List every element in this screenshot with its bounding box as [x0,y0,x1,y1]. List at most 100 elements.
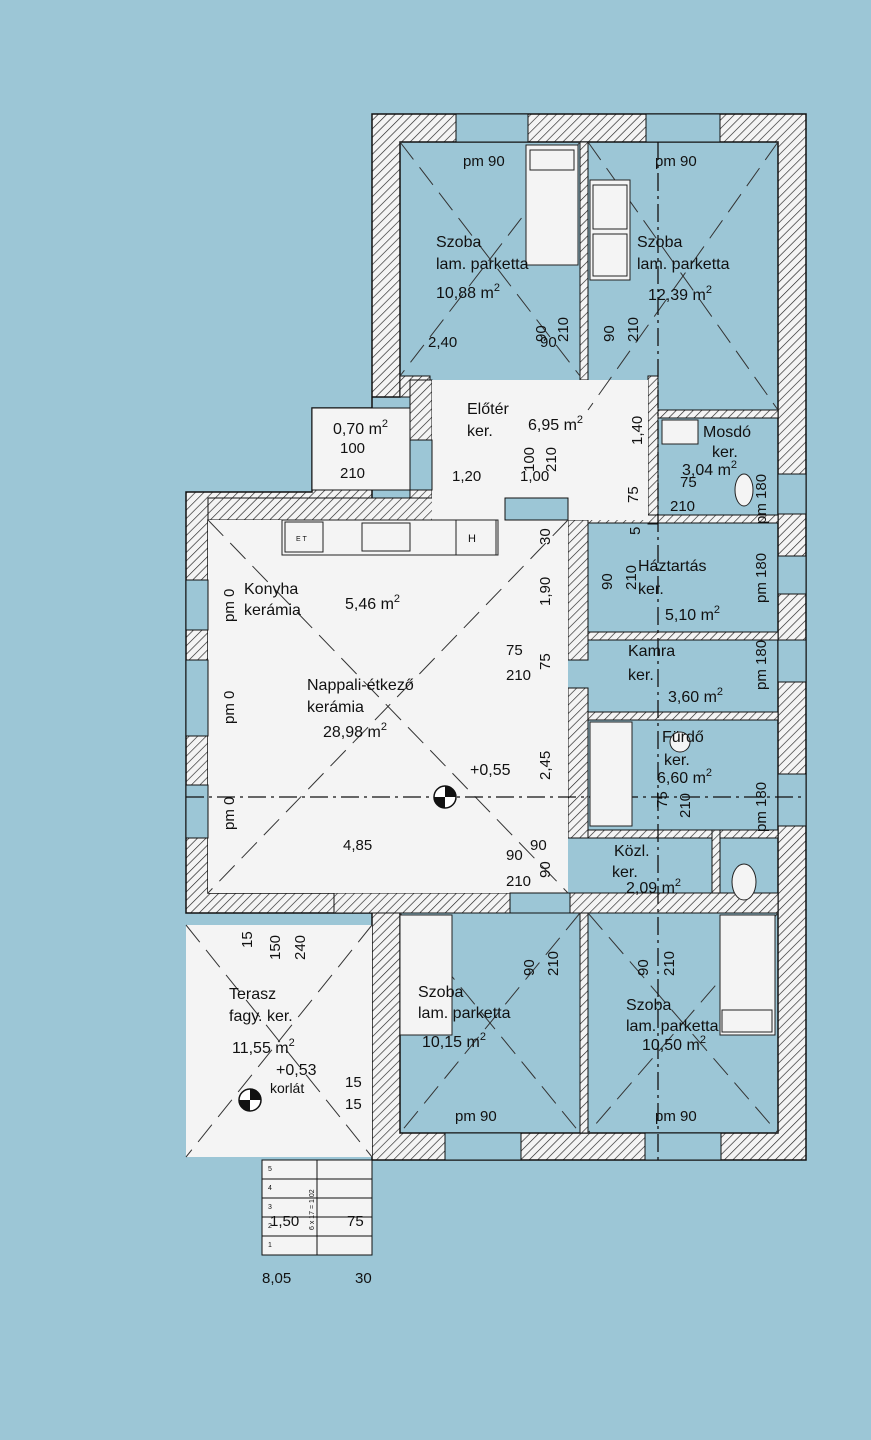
pillow [592,184,628,230]
dimension: 210 [623,565,640,590]
wall-service-left [567,519,589,661]
toilet [731,863,757,901]
sill-height: pm 90 [455,1108,497,1125]
closet-dimension: 210 [340,465,365,482]
dimension: 210 [506,667,531,684]
bathtub [589,721,633,827]
room-name: Előtér [467,401,509,418]
dimension: 90 [506,847,523,864]
sill-height: pm 180 [753,553,770,603]
dimension: 90 [635,959,652,976]
wall-bath-bottom [587,829,779,839]
room-area: 10,88 m2 [436,282,500,302]
dimension: 15 [345,1096,362,1113]
room-area: 3,60 m2 [668,686,723,706]
dimension: 210 [670,498,695,515]
window [444,1132,522,1161]
room-name: Nappali-étkező [307,677,414,694]
pillow [721,1009,773,1033]
window [777,473,807,515]
dimension: 90 [530,837,547,854]
railing-label: korlát [270,1080,304,1096]
room-floor: fagy. ker. [229,1008,293,1025]
level-marker-living [433,785,457,809]
sill-height: pm 90 [655,153,697,170]
dimension: 150 [267,935,284,960]
room-area: 28,98 m2 [323,721,387,741]
windows [185,113,807,1161]
dimension: 210 [506,873,531,890]
room-area: 11,55 m2 [232,1037,295,1057]
dimension: 15 [239,931,256,948]
wall-kamra-top [587,631,779,641]
wall-rooms-divider [579,141,589,381]
room-name: Mosdó [703,424,751,441]
dimension: 1,20 [452,468,481,485]
room-area: 10,15 m2 [422,1031,486,1051]
stair-step-number: 3 [268,1204,272,1211]
labels: pm 90 Szoba lam. parketta 10,88 m2 pm 90… [221,153,770,1287]
dimension: 15 [345,1074,362,1091]
room-area: 6,60 m2 [657,767,712,787]
floor-foyer [432,380,648,520]
dimension: 100 [521,447,538,472]
room-floor: ker. [664,752,690,769]
window [185,659,209,737]
dimension: 210 [677,793,694,818]
stair-step-number: 1 [268,1242,272,1249]
toilet [734,473,754,507]
room-floor: ker. [638,581,664,598]
window [509,892,571,914]
room-area: 3,04 m2 [682,459,737,479]
dimension: 1,90 [537,577,554,606]
dimension: 210 [625,317,642,342]
stairs [261,1159,373,1256]
room-name: Szoba [637,234,682,251]
dimension: 75 [654,791,671,808]
stair-step-number: 5 [268,1166,272,1173]
dimension: 90 [601,325,618,342]
stair-step-number: 4 [268,1185,272,1192]
room-area: 6,95 m2 [528,414,583,434]
wall-kamra-bottom [587,711,779,721]
dimension: 90 [537,861,554,878]
room-area: 5,10 m2 [665,604,720,624]
dimension: 210 [555,317,572,342]
hood-label: H [468,533,476,545]
dimension: 75 [537,653,554,670]
closet-area: 0,70 m2 [333,418,388,438]
window [409,439,433,491]
room-name: Konyha [244,581,298,598]
bed [399,914,453,1036]
wall-service-left2 [567,687,589,839]
dimension: 210 [661,951,678,976]
dimension: 8,05 [262,1270,291,1287]
window [455,113,529,143]
room-floor: lam. parketta [626,1018,719,1035]
dimension: 90 [599,573,616,590]
room-name: Fürdő [662,729,704,746]
sill-height: pm 0 [221,797,238,830]
pillow [592,233,628,277]
dimension: 240 [292,935,309,960]
sill-height: pm 90 [463,153,505,170]
window [504,497,569,521]
dimension: 30 [355,1270,372,1287]
washbasin [669,731,691,753]
dimension: 75 [347,1213,364,1230]
room-floor: lam. parketta [436,256,529,273]
dimension: 90 [533,325,550,342]
level-label: +0,55 [470,762,511,779]
room-name: Szoba [626,997,671,1014]
window [185,579,209,631]
closet-dimension: 100 [340,440,365,457]
dimension: 1,00 [520,468,549,485]
dimension: 75 [625,486,642,503]
window [645,113,721,143]
wall-bottom-divider [579,912,589,1134]
sill-height: pm 180 [753,474,770,524]
dimension: 4,85 [343,837,372,854]
window [777,555,807,595]
stair-step-number: 2 [268,1223,272,1230]
